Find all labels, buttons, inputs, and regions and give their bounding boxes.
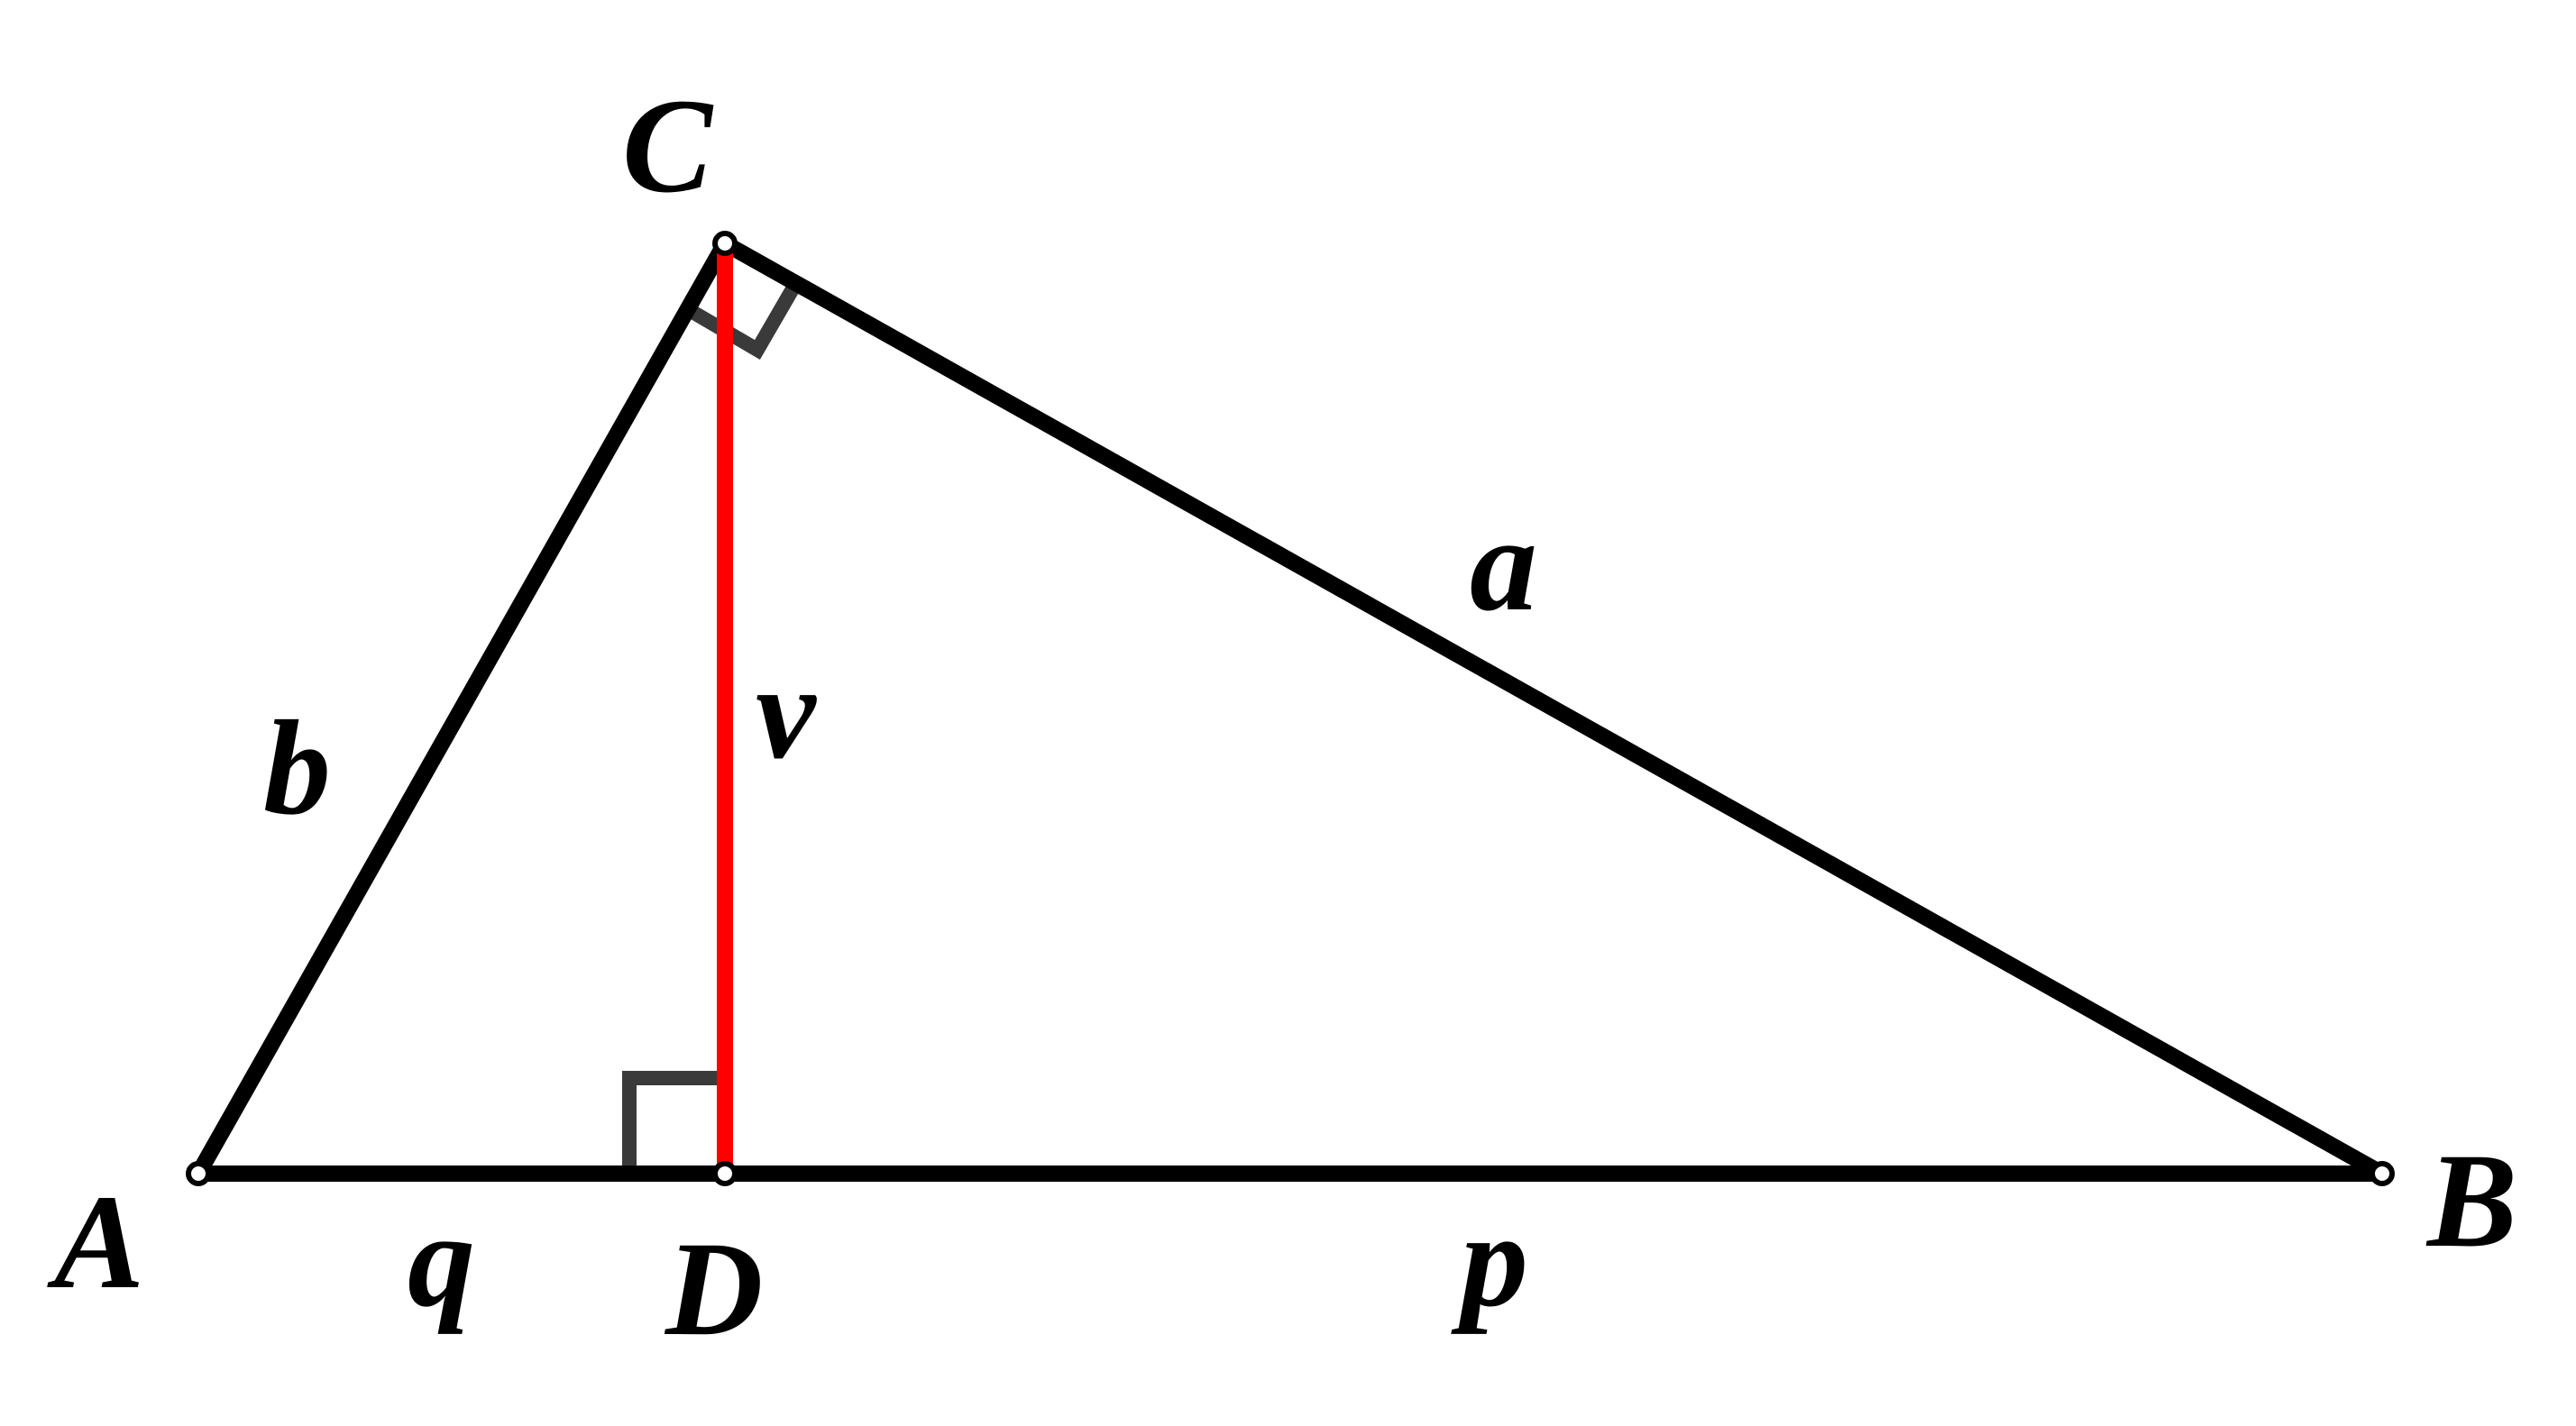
label-side-a: a	[1470, 489, 1537, 639]
point-c[interactable]	[712, 231, 738, 256]
label-d: D	[664, 1214, 763, 1364]
label-a: A	[47, 1167, 144, 1317]
side-a	[717, 235, 2390, 1182]
right-angle-marker-c	[688, 277, 803, 360]
label-c: C	[622, 71, 714, 221]
label-segment-q: q	[408, 1185, 475, 1335]
side-b	[190, 235, 733, 1182]
right-angle-marker-d	[622, 1071, 721, 1174]
point-b[interactable]	[2370, 1161, 2395, 1186]
label-b: B	[2425, 1126, 2517, 1275]
label-altitude-v: v	[756, 637, 817, 787]
label-segment-p: p	[1451, 1185, 1528, 1335]
point-a[interactable]	[186, 1161, 211, 1186]
point-d[interactable]	[712, 1161, 738, 1186]
label-side-b: b	[263, 693, 331, 843]
